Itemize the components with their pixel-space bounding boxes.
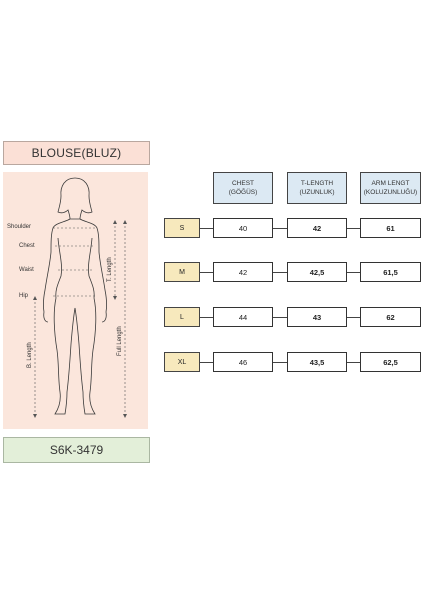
header-chest-line2: (GÖĞÜS) xyxy=(228,189,258,196)
label-full-length: Full Length xyxy=(117,326,123,356)
row-connector xyxy=(347,228,360,229)
header-chest-line1: CHEST xyxy=(231,180,255,187)
header-arm-length: ARM LENGT (KOLUZUNLUĞU) xyxy=(360,172,421,204)
row-connector xyxy=(347,272,360,273)
row-connector xyxy=(200,272,213,273)
row-connector xyxy=(200,362,213,363)
body-figure-panel: Shoulder Chest Waist Hip T. Length Full … xyxy=(3,172,148,429)
size-cell-s: S xyxy=(164,218,200,238)
header-t-length-line2: (UZUNLUK) xyxy=(299,189,335,196)
header-arm-length-line1: ARM LENGT xyxy=(371,180,410,187)
header-arm-length-line2: (KOLUZUNLUĞU) xyxy=(363,189,418,196)
label-hip: Hip xyxy=(19,293,29,299)
size-cell-m: M xyxy=(164,262,200,282)
t-length-cell-l: 43 xyxy=(287,307,347,327)
size-cell-l: L xyxy=(164,307,200,327)
body-silhouette-illustration xyxy=(33,177,127,418)
t-length-cell-xl: 43,5 xyxy=(287,352,347,372)
label-waist: Waist xyxy=(19,267,34,273)
arm-length-cell-xl: 62,5 xyxy=(360,352,421,372)
chest-cell-m: 42 xyxy=(213,262,273,282)
label-chest: Chest xyxy=(19,243,35,249)
row-connector xyxy=(273,317,287,318)
row-connector xyxy=(200,228,213,229)
chest-cell-l: 44 xyxy=(213,307,273,327)
t-length-cell-m: 42,5 xyxy=(287,262,347,282)
arm-length-cell-s: 61 xyxy=(360,218,421,238)
row-connector xyxy=(273,228,287,229)
product-code: S6K-3479 xyxy=(3,437,150,463)
label-t-length: T. Length xyxy=(107,257,113,282)
header-t-length-line1: T-LENGTH xyxy=(300,180,334,187)
arm-length-cell-m: 61,5 xyxy=(360,262,421,282)
row-connector xyxy=(273,272,287,273)
t-length-cell-s: 42 xyxy=(287,218,347,238)
row-connector xyxy=(347,362,360,363)
row-connector xyxy=(200,317,213,318)
row-connector xyxy=(273,362,287,363)
size-cell-xl: XL xyxy=(164,352,200,372)
label-shoulder: Shoulder xyxy=(7,224,32,230)
chest-cell-s: 40 xyxy=(213,218,273,238)
header-chest: CHEST (GÖĞÜS) xyxy=(213,172,273,204)
product-title: BLOUSE(BLUZ) xyxy=(3,141,150,165)
row-connector xyxy=(347,317,360,318)
chest-cell-xl: 46 xyxy=(213,352,273,372)
label-b-length: B. Length xyxy=(27,342,33,368)
header-t-length: T-LENGTH (UZUNLUK) xyxy=(287,172,347,204)
arm-length-cell-l: 62 xyxy=(360,307,421,327)
